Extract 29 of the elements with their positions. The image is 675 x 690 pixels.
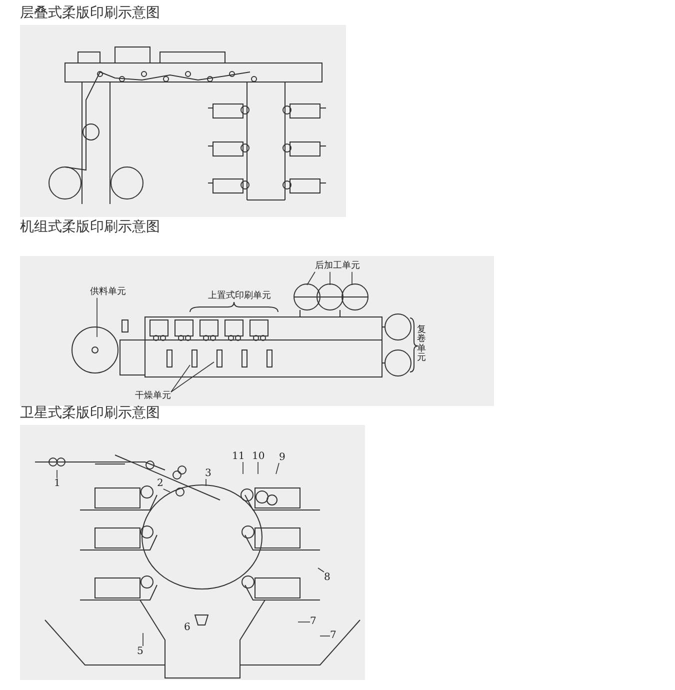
callout-number: 5	[137, 646, 144, 657]
leader-line	[142, 632, 144, 646]
unit-label: 供料单元	[90, 288, 126, 298]
figure-label: 机组式柔版印刷示意图	[20, 220, 160, 236]
leader-line	[170, 362, 214, 392]
unit-label: 复卷单元	[417, 326, 427, 364]
callout-number: 1	[54, 478, 60, 489]
callout-number: 3	[205, 468, 212, 479]
leader-line	[56, 470, 58, 478]
callout-number: 10	[252, 451, 265, 462]
callout-number: 2	[157, 478, 164, 489]
leader-line	[276, 462, 280, 474]
leader-line	[162, 488, 170, 492]
leader-line	[96, 298, 98, 338]
callout-number: 7	[310, 616, 316, 627]
unit-label: 后加工单元	[315, 262, 360, 272]
leader-line	[318, 568, 324, 572]
leader-line	[306, 272, 316, 286]
callout-number: 8	[324, 572, 330, 583]
leader-line	[170, 364, 190, 392]
callout-number: 11	[232, 451, 245, 462]
leader-line	[242, 462, 244, 474]
callout-number: 7	[330, 630, 336, 641]
callout-number: 6	[184, 622, 190, 633]
figure-label: 层叠式柔版印刷示意图	[20, 6, 160, 22]
unit-label: 干燥单元	[135, 392, 171, 402]
figure-label: 卫星式柔版印刷示意图	[20, 406, 160, 422]
unit-label: 上置式印刷单元	[208, 292, 271, 302]
callout-number: 9	[279, 452, 286, 463]
